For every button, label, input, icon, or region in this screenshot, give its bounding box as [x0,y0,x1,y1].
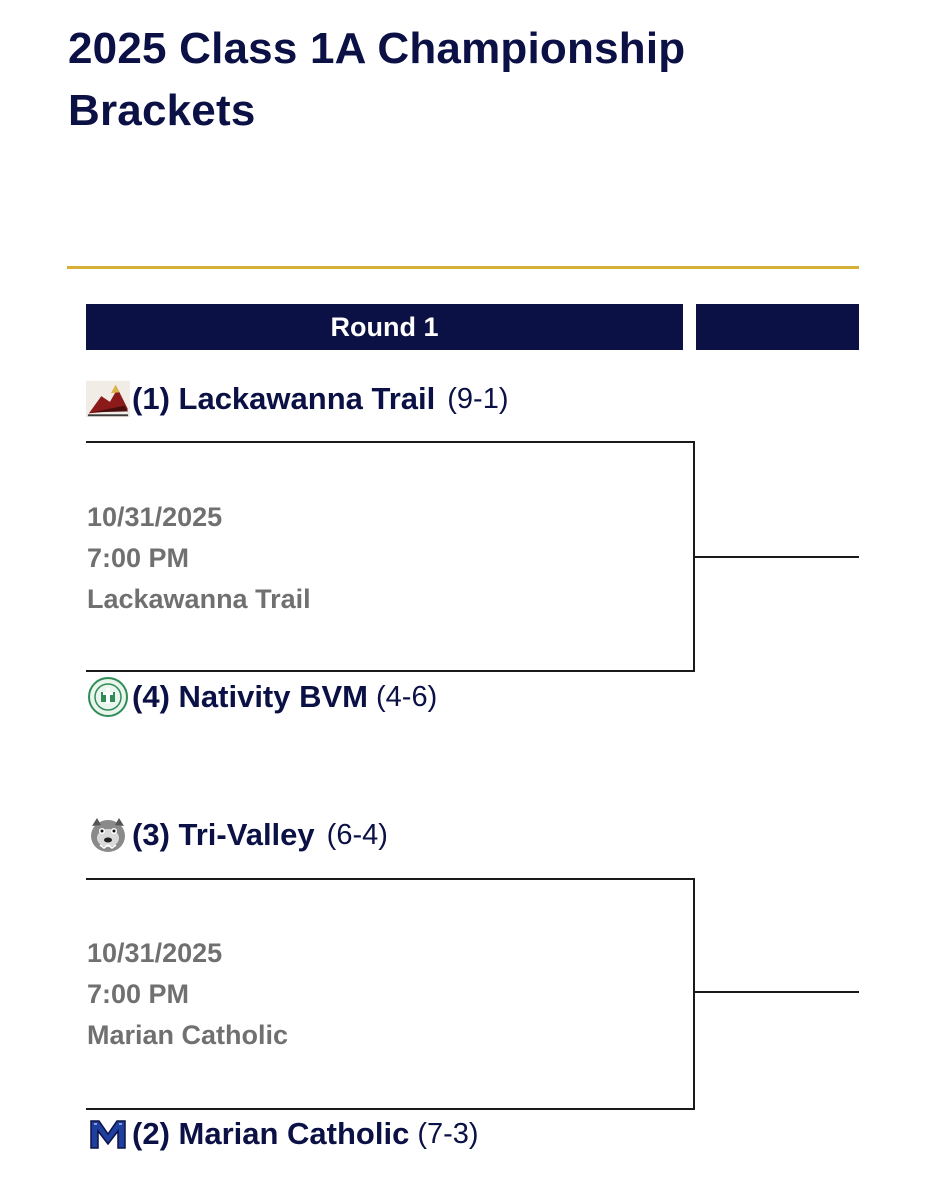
game-1-info: 10/31/2025 7:00 PM Lackawanna Trail [87,497,311,620]
team-seed: (3) [132,817,170,852]
lackawanna-trail-logo [86,379,130,419]
game-date: 10/31/2025 [87,938,223,968]
game-time: 7:00 PM [87,543,190,573]
team-tri-valley[interactable]: (3) Tri-Valley (6-4) [86,815,388,855]
game-1-connector [693,556,859,558]
team-seed: (4) [132,679,170,714]
game-location: Marian Catholic [87,1020,289,1050]
game-location: Lackawanna Trail [87,584,311,614]
round-1-header: Round 1 [86,304,683,350]
team-record: (9-1) [447,382,509,415]
round-2-header [696,304,859,350]
marian-catholic-logo [86,1114,130,1154]
team-record: (6-4) [326,818,388,851]
game-2-connector [693,991,859,993]
game-2-info: 10/31/2025 7:00 PM Marian Catholic [87,933,288,1056]
team-record: (7-3) [417,1117,479,1150]
team-lackawanna-trail[interactable]: (1) Lackawanna Trail (9-1) [86,379,508,419]
team-name: Tri-Valley [178,817,315,852]
team-marian-catholic[interactable]: (2) Marian Catholic(7-3) [86,1114,479,1154]
team-name: Nativity BVM [178,679,368,714]
team-record: (4-6) [376,680,438,713]
team-seed: (1) [132,381,170,416]
team-name: Lackawanna Trail [178,381,436,416]
page-title: 2025 Class 1A Championship Brackets [68,24,686,135]
team-seed: (2) [132,1116,170,1151]
team-nativity-bvm[interactable]: (4) Nativity BVM(4-6) [86,677,437,717]
team-name: Marian Catholic [178,1116,410,1151]
round-1-label: Round 1 [330,311,439,342]
tri-valley-logo [86,815,130,855]
game-time: 7:00 PM [87,979,190,1009]
title-divider [67,266,859,269]
game-date: 10/31/2025 [87,502,223,532]
nativity-bvm-logo [86,677,130,717]
game-2-bracket [86,878,695,1110]
